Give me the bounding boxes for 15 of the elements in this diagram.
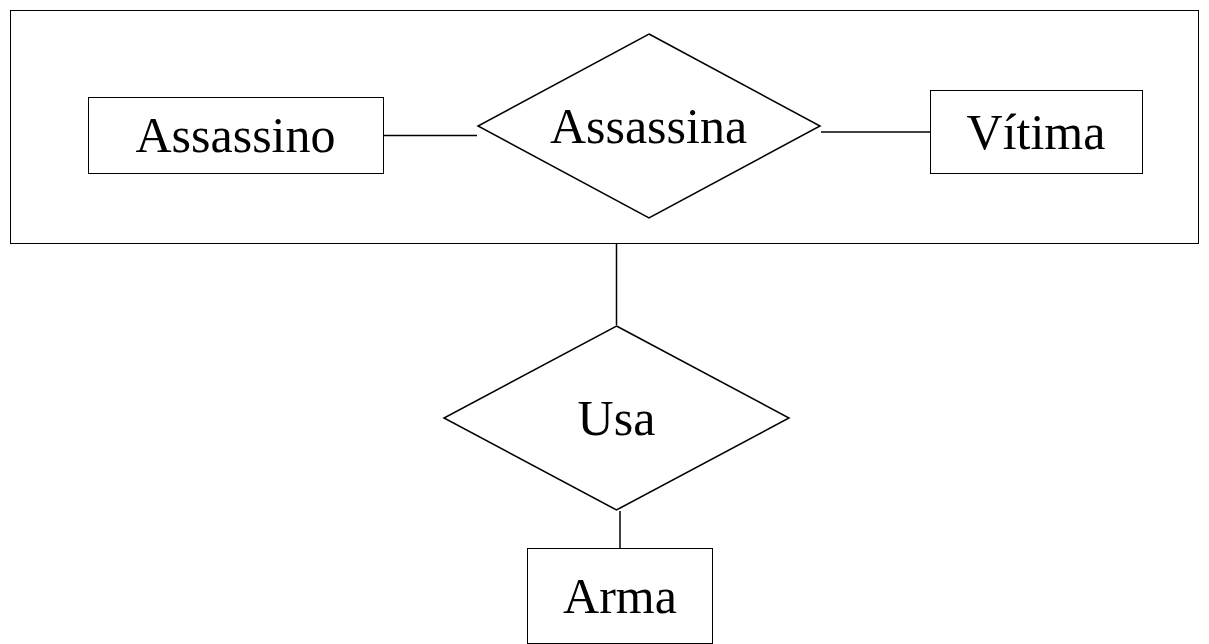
connector-line xyxy=(820,131,931,133)
relationship-name: Usa xyxy=(577,393,656,443)
connector-line xyxy=(615,243,618,326)
entity-box xyxy=(527,548,713,644)
entity-name: Assassino xyxy=(135,110,336,160)
relationship-diamond xyxy=(443,325,790,511)
aggregation-box xyxy=(10,10,1199,244)
connector-line xyxy=(383,134,478,137)
relationship-diamond xyxy=(476,32,821,219)
entity-name: Vítima xyxy=(966,106,1106,157)
entity-box xyxy=(87,96,384,174)
entity-name: Arma xyxy=(563,571,677,621)
entity-box xyxy=(929,89,1143,174)
relationship-name: Assassina xyxy=(549,100,748,151)
connector-line xyxy=(619,510,621,549)
